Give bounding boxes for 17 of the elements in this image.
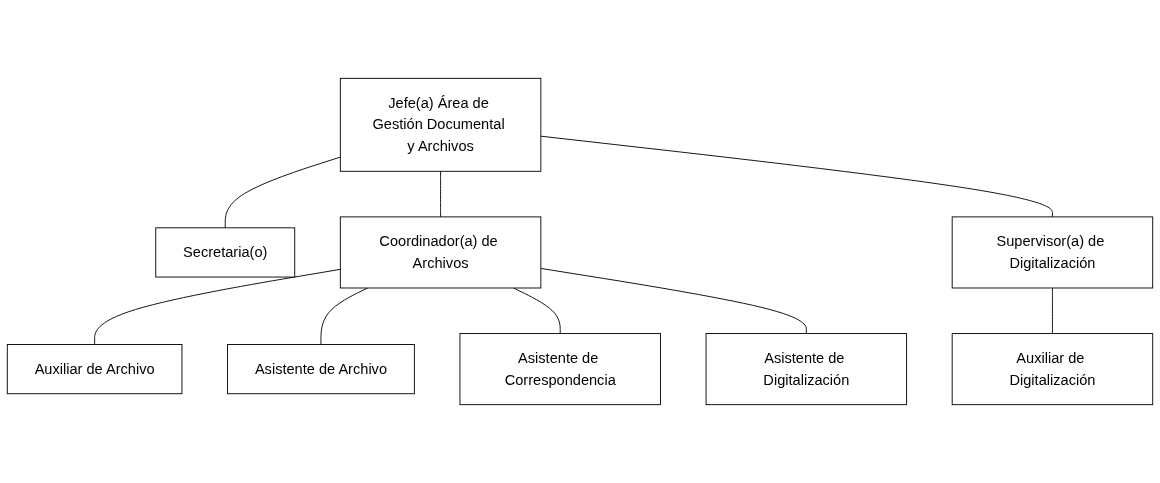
connector	[94, 268, 341, 345]
connector	[224, 156, 341, 229]
connector	[440, 170, 442, 218]
connector	[540, 135, 1053, 218]
connector	[513, 287, 561, 334]
node-box: Asistente de Correspondencia	[459, 333, 661, 406]
node-box: Supervisor(a) de Digitalización	[951, 216, 1154, 289]
node-box: Auxiliar de Archivo	[6, 344, 183, 395]
node-box: Secretaria(o)	[155, 227, 296, 278]
connector	[320, 287, 369, 345]
node-box: Coordinador(a) de Archivos	[339, 216, 542, 289]
node-box: Asistente de Archivo	[227, 344, 415, 395]
connector	[1052, 287, 1053, 334]
connector	[540, 267, 807, 334]
node-box: Jefe(a) Área de Gestión Documental y Archivos	[339, 77, 542, 172]
node-box: Auxiliar de Digitalización	[951, 333, 1154, 406]
node-box: Asistente de Digitalización	[705, 333, 908, 406]
